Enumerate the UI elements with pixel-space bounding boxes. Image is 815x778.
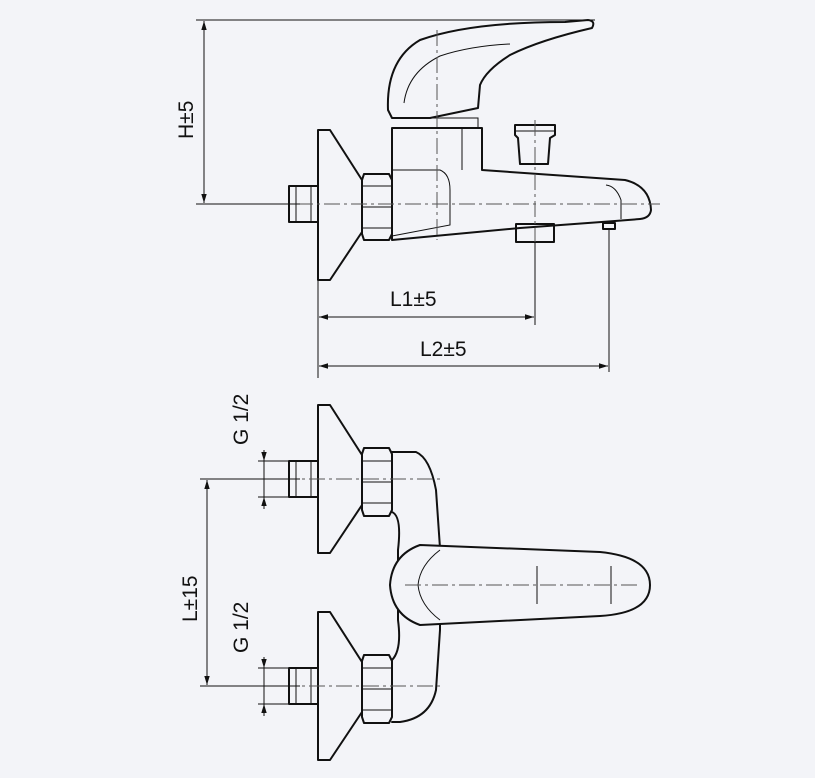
label-length2: L2±5 bbox=[420, 338, 467, 361]
label-spacing: L±15 bbox=[179, 575, 202, 622]
label-thread-upper: G 1/2 bbox=[230, 393, 253, 445]
label-thread-lower: G 1/2 bbox=[230, 601, 253, 653]
top-hex-nut-upper bbox=[361, 447, 393, 517]
spout-aerator bbox=[602, 222, 616, 230]
label-height: H±5 bbox=[175, 100, 198, 139]
side-mixer-body bbox=[391, 127, 652, 241]
side-lever-handle[interactable] bbox=[386, 19, 595, 119]
diverter-knob[interactable] bbox=[514, 124, 556, 165]
side-wall-flange bbox=[317, 129, 363, 281]
side-hex-nut bbox=[361, 173, 393, 241]
top-hex-nut-lower bbox=[361, 654, 393, 724]
side-view bbox=[196, 19, 660, 378]
top-view bbox=[200, 404, 651, 761]
label-length1: L1±5 bbox=[390, 288, 437, 311]
